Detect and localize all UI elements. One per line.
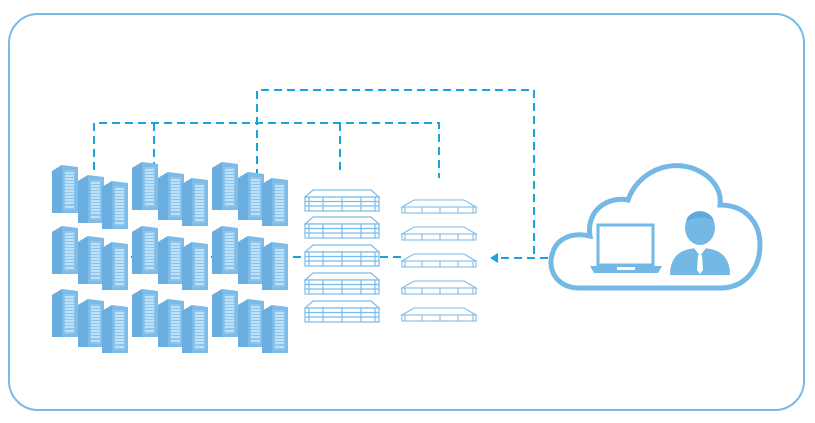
rack-server-icon — [401, 226, 477, 241]
storage-array-icon — [304, 216, 380, 239]
server-rack-icon — [132, 162, 208, 226]
storage-array-icon — [304, 300, 380, 323]
server-cluster-2 — [132, 162, 208, 353]
server-rack-icon — [212, 226, 288, 290]
server-rack-icon — [132, 289, 208, 353]
rack-server-icon — [401, 307, 477, 322]
storage-array-icon — [304, 189, 380, 212]
server-cluster-3 — [212, 162, 288, 353]
server-rack-icon — [52, 289, 128, 353]
server-rack-icon — [52, 226, 128, 290]
storage-array-icon — [304, 244, 380, 267]
connector-top-bus — [93, 122, 440, 178]
connector-top-loop — [256, 89, 535, 258]
server-rack-icon — [52, 165, 128, 229]
server-cluster-1 — [52, 165, 128, 353]
storage-array-icon — [304, 272, 380, 295]
rack-server-icon — [401, 253, 477, 268]
server-rack-icon — [212, 289, 288, 353]
rack-server-icon — [401, 199, 477, 214]
user-icon — [670, 211, 730, 275]
cloud-client — [548, 163, 763, 291]
server-rack-icon — [212, 162, 288, 226]
arrowhead-icon — [490, 253, 498, 263]
diagram-frame — [8, 13, 805, 411]
laptop-icon — [590, 223, 662, 273]
rack-server-stack — [401, 199, 477, 322]
rack-server-icon — [401, 280, 477, 295]
storage-array — [304, 189, 380, 323]
server-rack-icon — [132, 226, 208, 290]
